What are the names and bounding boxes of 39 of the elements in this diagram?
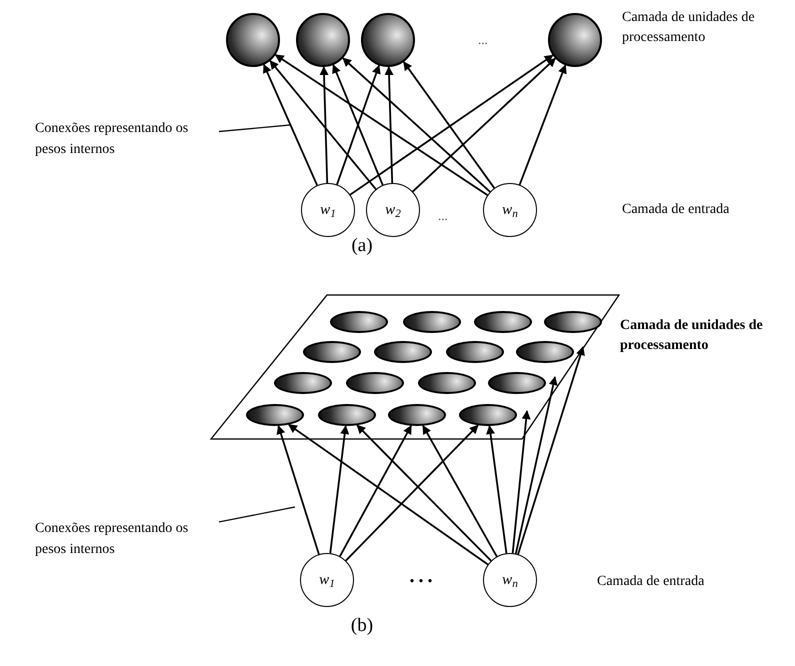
connection-arrow — [329, 425, 350, 554]
layer-label: Camada de unidades de processamento — [622, 9, 756, 47]
connection-arrow — [274, 54, 488, 196]
panel-label: (b) — [350, 616, 374, 636]
connection-arrow — [269, 60, 377, 190]
connection-arrow — [512, 410, 531, 554]
connection-arrow — [514, 376, 558, 554]
processing-unit-sphere — [548, 13, 602, 67]
layer-label: Camada de unidades de processamento — [620, 317, 764, 355]
ellipsis: ... — [438, 207, 449, 225]
connection-arrow — [518, 64, 567, 186]
processing-unit-sphere — [361, 13, 415, 67]
connection-arrow — [342, 58, 491, 192]
panel-label: (a) — [350, 236, 374, 256]
leader-line — [218, 506, 296, 523]
connection-arrow — [384, 66, 394, 184]
connection-arrow — [356, 424, 492, 562]
connection-arrow — [486, 425, 508, 554]
connection-arrow — [350, 54, 554, 196]
layer-label: Camada de entrada — [622, 201, 730, 219]
layer-plane — [210, 294, 620, 440]
connection-arrow — [276, 425, 320, 555]
layer-label: Camada de entrada — [597, 573, 706, 591]
connection-arrow — [345, 424, 479, 562]
connection-arrow — [422, 424, 498, 557]
connection-arrow — [412, 58, 556, 192]
ellipsis: ... — [478, 31, 489, 49]
connection-arrow — [403, 61, 495, 189]
processing-unit-sphere — [296, 13, 350, 67]
processing-unit-sphere — [226, 13, 280, 67]
ellipsis: ... — [408, 566, 438, 586]
connection-arrow — [288, 424, 488, 566]
connection-arrow — [263, 64, 318, 186]
connection-arrow — [517, 346, 585, 554]
connections-note: Conexões representando os pesos internos — [35, 118, 219, 162]
connection-arrow — [339, 424, 412, 557]
leader-line — [218, 124, 290, 132]
connection-arrow — [320, 66, 329, 184]
connections-note: Conexões representando os pesos internos — [35, 518, 219, 562]
